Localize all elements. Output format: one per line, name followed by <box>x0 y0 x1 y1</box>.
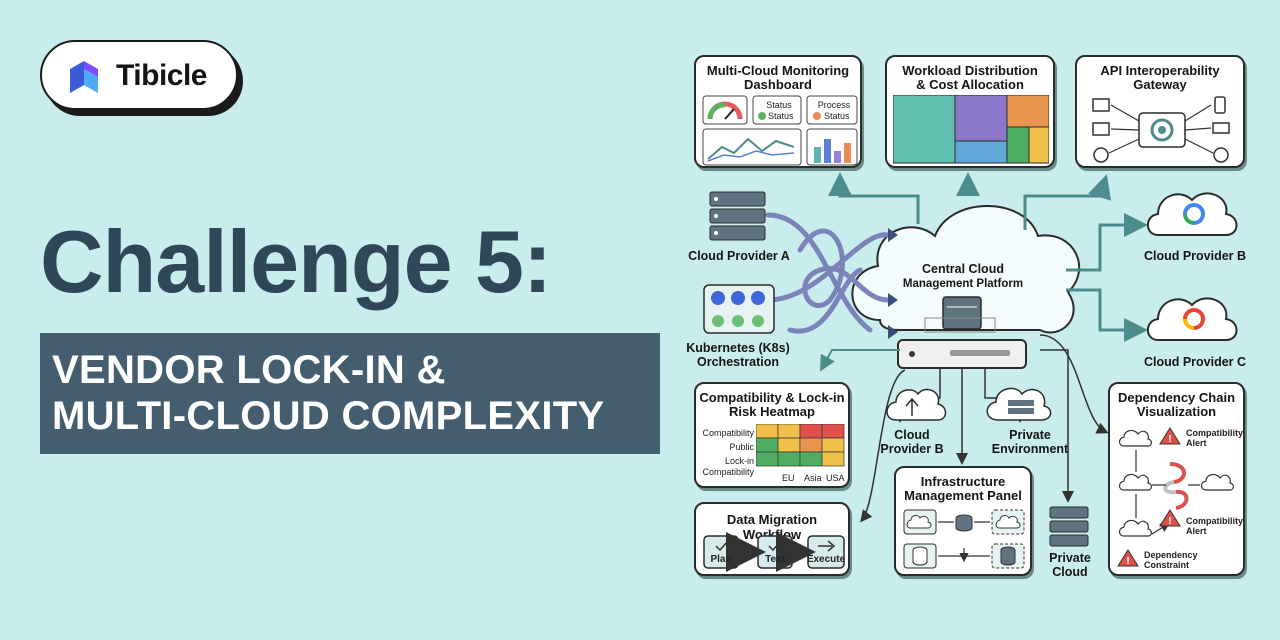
monitoring-dashboard-panel[interactable]: Multi-Cloud Monitoring Dashboard Status … <box>694 55 862 168</box>
alert-2-b: Alert <box>1186 526 1207 536</box>
step-plan: Plan <box>710 554 732 565</box>
dependency-title-1: Dependency Chain <box>1117 390 1236 405</box>
central-cloud-shape <box>851 205 1080 334</box>
api-title-1: API Interoperability <box>1100 63 1220 78</box>
alert-3-a: Dependency <box>1144 550 1198 560</box>
heatmap-col-asia: Asia <box>804 473 822 483</box>
subtitle-banner: VENDOR LOCK-IN & MULTI-CLOUD COMPLEXITY <box>40 333 660 454</box>
heatmap-grid <box>756 424 845 467</box>
workload-title-1: Workload Distribution <box>902 63 1038 78</box>
dependency-chain-panel[interactable]: Dependency Chain Visualization ! ! ! Com… <box>1108 382 1245 576</box>
infrastructure-panel[interactable]: Infrastructure Management Panel <box>894 466 1032 576</box>
api-gateway-panel[interactable]: API Interoperability Gateway <box>1075 55 1245 168</box>
cloud-provider-b-icon <box>1146 192 1238 236</box>
workload-title-2: & Cost Allocation <box>916 77 1024 92</box>
cloud-provider-a-server-icon <box>709 191 766 241</box>
svg-text:!: ! <box>1168 434 1171 445</box>
private-cloud-label-2: Cloud <box>1052 565 1088 579</box>
cloud-provider-b-bottom-label-2: Provider B <box>880 442 944 456</box>
private-environment-label-1: Private <box>1009 428 1051 442</box>
heatmap-title-2: Risk Heatmap <box>729 404 815 419</box>
heatmap-row-3: Lock-in <box>724 456 754 466</box>
alert-2-a: Compatibility <box>1186 516 1244 526</box>
alert-3-b: Constraint <box>1144 560 1189 570</box>
workload-distribution-panel[interactable]: Workload Distribution & Cost Allocation <box>885 55 1055 168</box>
private-environment-label-2: Environment <box>991 442 1069 456</box>
cloud-provider-b-bottom-label-1: Cloud <box>894 428 930 442</box>
heatmap-row-2: Public <box>729 442 754 452</box>
status-label-2b: Status <box>824 111 850 121</box>
cloud-provider-c-icon <box>1146 297 1238 341</box>
central-platform-label-2: Management Platform <box>902 278 1024 290</box>
tangled-connection-icon <box>765 212 891 334</box>
dependency-title-2: Visualization <box>1136 404 1217 419</box>
central-platform-label-1: Central Cloud <box>922 262 1004 276</box>
private-cloud-server-icon <box>1049 506 1089 547</box>
api-title-2: Gateway <box>1133 77 1187 92</box>
k8s-label-2: Orchestration <box>697 355 779 369</box>
migration-steps-icon <box>703 532 845 572</box>
subtitle-line-2: MULTI-CLOUD COMPLEXITY <box>52 394 605 438</box>
page-title: Challenge 5: <box>40 212 552 311</box>
workload-treemap <box>893 95 1049 164</box>
status-label-1b: Status <box>768 111 794 121</box>
monitoring-title-2: Dashboard <box>744 77 812 92</box>
heatmap-col-usa: USA <box>826 473 845 483</box>
heatmap-row-4: Compatibility <box>702 467 754 477</box>
step-execute: Execute <box>806 554 846 565</box>
dependency-chain-icon: ! ! ! <box>1117 427 1234 567</box>
monitoring-title-1: Multi-Cloud Monitoring <box>706 63 850 78</box>
k8s-label-1: Kubernetes (K8s) <box>686 341 790 355</box>
brand-name: Tibicle <box>116 59 207 92</box>
cloud-provider-b-label: Cloud Provider B <box>1143 249 1247 263</box>
alert-1-a: Compatibility <box>1186 428 1244 438</box>
infra-title-2: Management Panel <box>904 488 1022 503</box>
svg-text:!: ! <box>1168 516 1171 527</box>
step-test: Test <box>765 554 785 565</box>
k8s-icon-grid <box>703 284 775 334</box>
infra-title-1: Infrastructure <box>920 474 1006 489</box>
cloud-provider-a-label: Cloud Provider A <box>688 249 790 263</box>
alert-1-b: Alert <box>1186 438 1207 448</box>
status-label-1: Status <box>766 100 792 110</box>
cloud-provider-c-label: Cloud Provider C <box>1143 355 1247 369</box>
heatmap-title-1: Compatibility & Lock-in <box>699 390 845 405</box>
cloud-upload-icon <box>886 388 947 421</box>
heatmap-panel[interactable]: Compatibility & Lock-in Risk Heatmap Com… <box>694 382 850 488</box>
heatmap-col-eu: EU <box>782 473 795 483</box>
data-migration-panel[interactable]: Data Migration Workflow Plan Test Execut… <box>694 502 850 576</box>
tibicle-logo-icon <box>70 61 98 93</box>
svg-text:!: ! <box>1126 556 1129 567</box>
subtitle-line-1: VENDOR LOCK-IN & <box>52 348 446 392</box>
logo-pill[interactable]: Tibicle <box>40 40 238 110</box>
monitoring-widgets <box>702 95 858 166</box>
infra-diagram-icon <box>903 509 1025 572</box>
private-environment-icon <box>986 387 1052 421</box>
architecture-diagram <box>703 172 1238 547</box>
status-label-2: Process <box>817 100 851 110</box>
heatmap-row-1: Compatibility <box>702 428 754 438</box>
api-gateway-icon <box>1092 96 1230 163</box>
private-cloud-label-1: Private <box>1049 551 1091 565</box>
central-server-icon <box>942 296 982 330</box>
